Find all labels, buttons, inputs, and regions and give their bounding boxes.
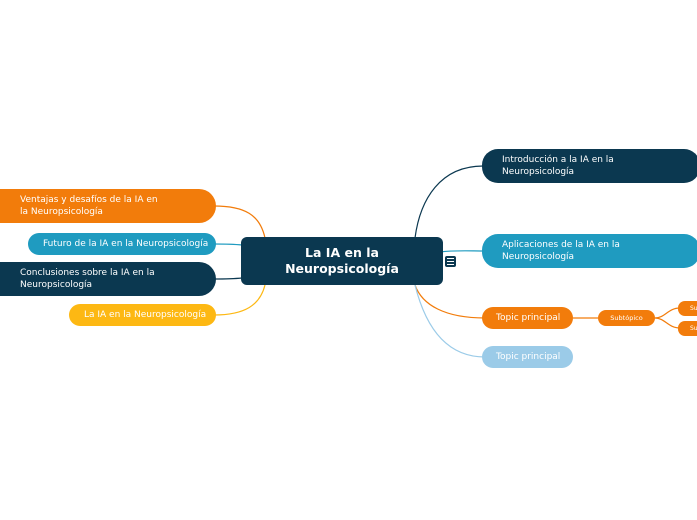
connector-intro — [414, 165, 486, 239]
topic-principal-2[interactable]: Topic principal — [482, 346, 573, 368]
connector-topic-1 — [414, 284, 486, 319]
topic-aplicaciones[interactable]: Aplicaciones de la IA en la Neuropsicolo… — [482, 234, 697, 268]
subsubtopic-1[interactable]: Su — [678, 301, 697, 316]
topic-conclusiones[interactable]: Conclusiones sobre la IA en la Neuropsic… — [0, 262, 216, 296]
connector-aplicaciones — [439, 250, 486, 253]
topic-label: Introducción a la IA en la Neuropsicolog… — [502, 155, 614, 177]
subsubtopic-label: Su — [690, 304, 697, 312]
topic-label: Aplicaciones de la IA en la Neuropsicolo… — [502, 240, 620, 262]
notes-icon[interactable] — [445, 256, 456, 267]
topic-principal-1[interactable]: Topic principal — [482, 307, 573, 329]
connector-topic-2 — [414, 284, 486, 358]
connector-su-2 — [654, 317, 681, 329]
subtopic[interactable]: Subtópico — [598, 310, 655, 326]
topic-label: Topic principal — [496, 352, 561, 362]
topic-label: Conclusiones sobre la IA en la Neuropsic… — [20, 268, 155, 290]
topic-label: La IA en la Neuropsicología — [84, 310, 207, 320]
topic-ventajas[interactable]: Ventajas y desafíos de la IA en la Neuro… — [0, 189, 216, 223]
topic-label: Topic principal — [496, 313, 561, 323]
topic-introduccion[interactable]: Introducción a la IA en la Neuropsicolog… — [482, 149, 697, 183]
connector-la-ia — [213, 284, 266, 316]
topic-la-ia[interactable]: La IA en la Neuropsicología — [69, 304, 216, 326]
topic-label: Futuro de la IA en la Neuropsicología — [43, 239, 209, 249]
connector-conclusiones — [213, 277, 243, 280]
connector-su-1 — [654, 307, 681, 319]
topic-futuro[interactable]: Futuro de la IA en la Neuropsicología — [28, 233, 216, 255]
subsubtopic-2[interactable]: Su — [678, 321, 697, 336]
connector-futuro — [213, 243, 243, 246]
subtopic-label: Subtópico — [610, 314, 643, 322]
central-topic-label: La IA en la Neuropsicología — [285, 245, 399, 276]
central-topic[interactable]: La IA en la Neuropsicología — [241, 237, 443, 285]
subsubtopic-label: Su — [690, 324, 697, 332]
topic-label: Ventajas y desafíos de la IA en la Neuro… — [20, 195, 158, 217]
connector-ventajas — [213, 205, 266, 239]
